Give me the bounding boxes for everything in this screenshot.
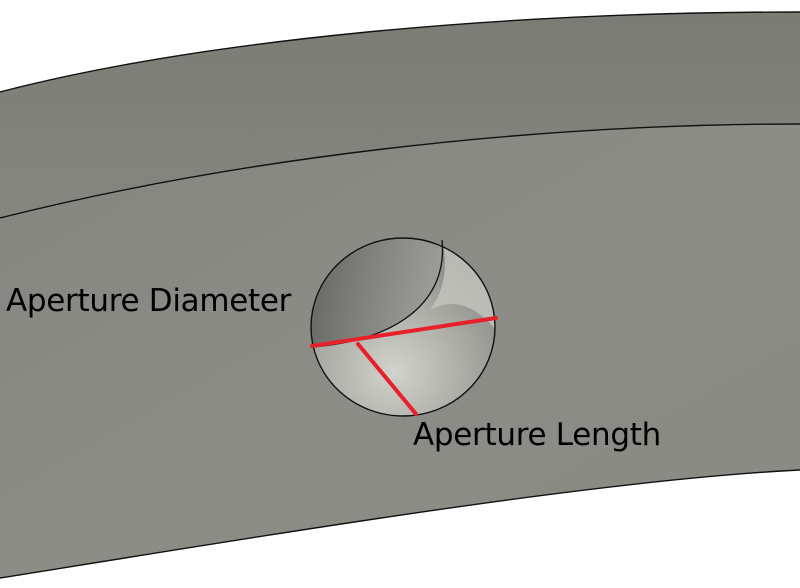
ring-middle-edge <box>0 123 800 219</box>
ring-top-face <box>0 12 800 218</box>
ring-top-edge <box>0 11 800 93</box>
aperture-diameter-line <box>310 316 498 348</box>
aperture-hole <box>310 237 496 417</box>
aperture-length-line <box>356 342 418 416</box>
aperture-length-label: Aperture Length <box>413 417 661 453</box>
ring-bottom-edge <box>0 469 800 579</box>
aperture-diameter-label: Aperture Diameter <box>6 283 292 319</box>
